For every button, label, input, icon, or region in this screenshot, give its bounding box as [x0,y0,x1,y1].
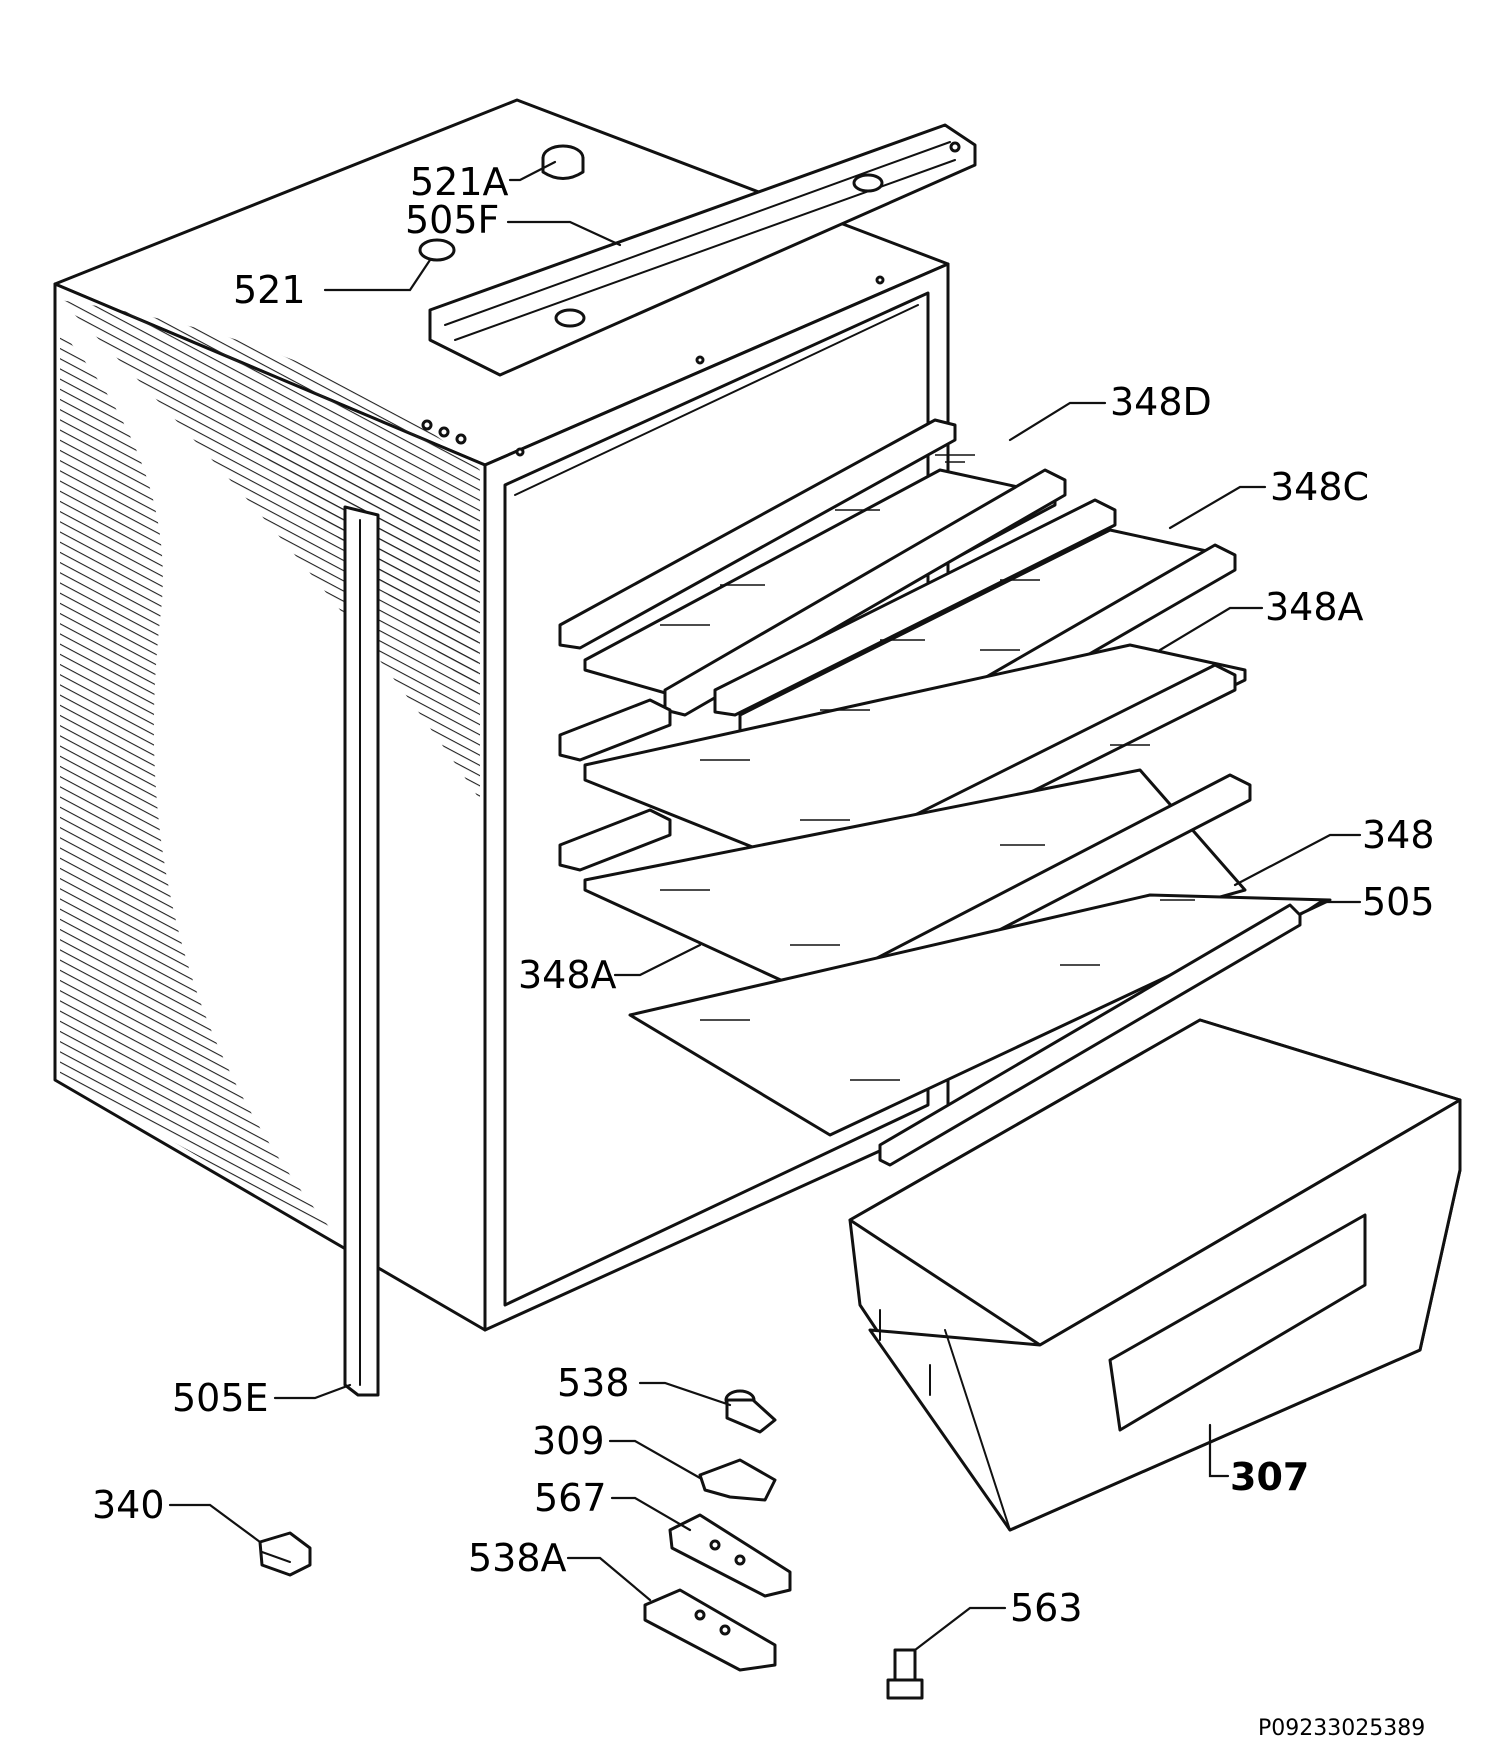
hinge-pin-538 [724,1389,777,1434]
hinge-plate-567 [668,1513,792,1598]
drawing-code: P09233025389 [1258,1716,1425,1741]
cap-521 [418,238,456,262]
label-521A: 521A [410,160,509,204]
label-505E: 505E [172,1376,269,1420]
shelf-348A-lower [628,893,1332,1137]
label-563: 563 [1010,1586,1083,1630]
label-567: 567 [534,1476,607,1520]
screw-563 [886,1648,924,1700]
label-348D: 348D [1110,380,1212,424]
bracket-309 [698,1458,777,1502]
label-538A: 538A [468,1536,567,1580]
hinge-bracket-538A [643,1588,777,1672]
label-521: 521 [233,268,306,312]
shelf-trim-505 [878,903,1302,1167]
label-348C: 348C [1270,465,1369,509]
part-labels: 521A 505F 521 348D 348C 348A 348 505 348… [92,160,1435,1741]
label-348A-upper: 348A [1265,585,1364,629]
door-seal-strip [343,505,380,1397]
label-348: 348 [1362,813,1435,857]
label-340: 340 [92,1483,165,1527]
label-505: 505 [1362,880,1435,924]
crisper-drawer [848,1018,1462,1532]
label-538: 538 [557,1361,630,1405]
plug-340 [258,1531,312,1577]
top-hinge-rail [428,123,977,377]
cap-521A [541,144,585,180]
leader-lines [168,160,1362,1652]
label-505F: 505F [405,198,499,242]
label-348A-lower: 348A [518,953,617,997]
glass-marks [660,454,1195,1081]
label-307: 307 [1230,1455,1309,1499]
label-309: 309 [532,1419,605,1463]
shelf-348D [558,418,1067,717]
